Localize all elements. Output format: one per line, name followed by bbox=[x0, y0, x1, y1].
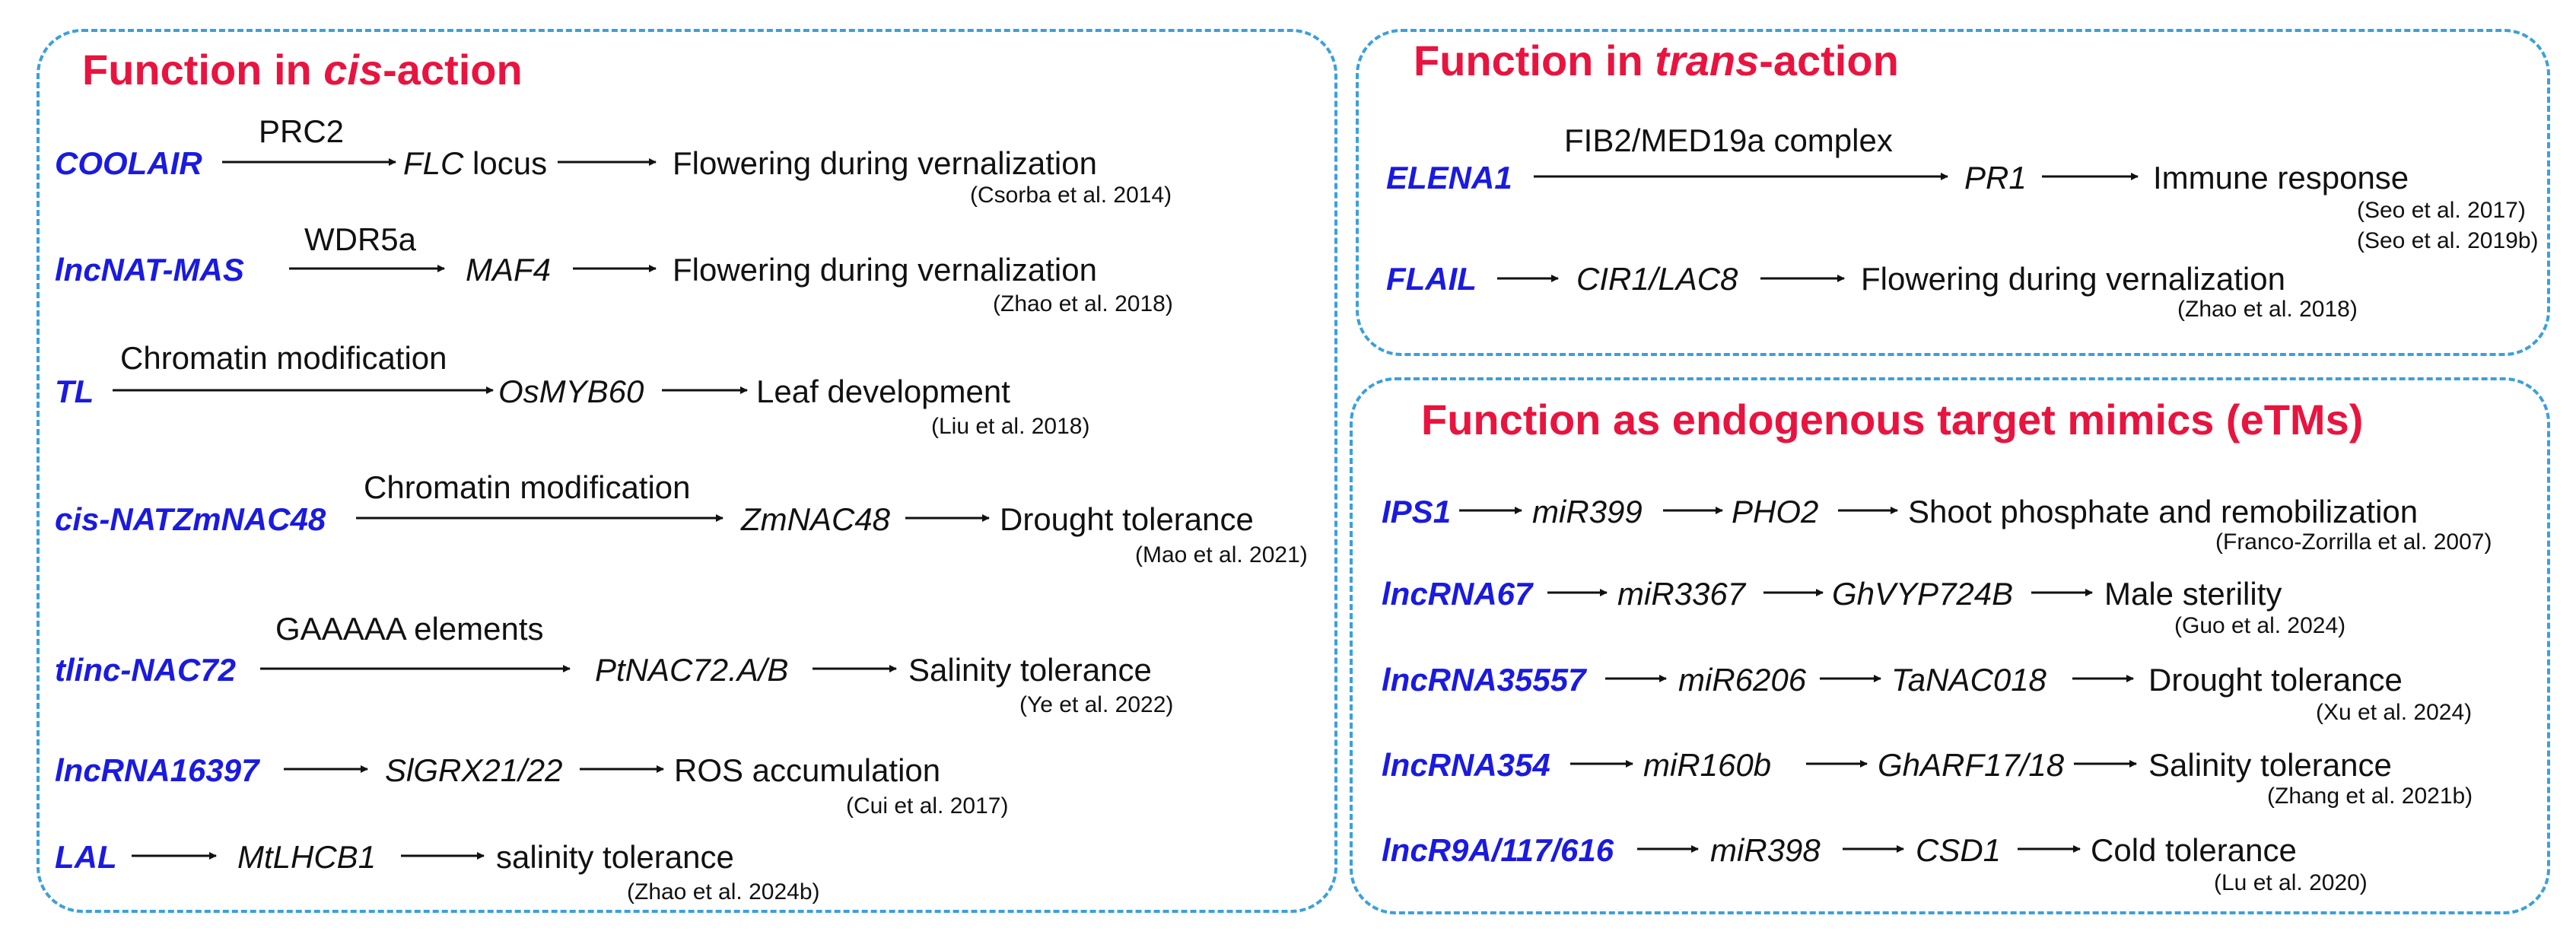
lncrna-name: lncRNA35557 bbox=[1382, 662, 1586, 698]
outcome-label: Male sterility bbox=[2104, 576, 2282, 612]
target-gene: GhVYP724B bbox=[1832, 576, 2014, 612]
outcome-label: ROS accumulation bbox=[674, 752, 941, 788]
reference: (Cui et al. 2017) bbox=[846, 793, 1009, 819]
mechanism-label: Chromatin modification bbox=[120, 340, 447, 376]
reference: (Liu et al. 2018) bbox=[931, 414, 1090, 439]
lncrna-name: IPS1 bbox=[1382, 494, 1452, 529]
cis-panel-title: Function in cis-action bbox=[82, 46, 523, 94]
target-gene: GhARF17/18 bbox=[1878, 747, 2065, 783]
outcome-label: Cold tolerance bbox=[2091, 832, 2297, 868]
mechanism-label: Chromatin modification bbox=[364, 469, 691, 505]
outcome-label: Flowering during vernalization bbox=[1861, 261, 2285, 297]
lncrna-name: COOLAIR bbox=[55, 145, 202, 181]
mirna-label: miR160b bbox=[1643, 747, 1772, 783]
lncrna-name: LAL bbox=[55, 839, 117, 875]
reference: (Zhao et al. 2018) bbox=[2177, 297, 2358, 322]
reference: (Lu et al. 2020) bbox=[2214, 870, 2368, 895]
trans-panel-title: Function in trans-action bbox=[1414, 37, 1899, 84]
outcome-label: Flowering during vernalization bbox=[673, 145, 1097, 181]
etm-panel bbox=[1350, 377, 2550, 914]
reference: (Seo et al. 2017) bbox=[2357, 198, 2526, 223]
outcome-label: Salinity tolerance bbox=[908, 652, 1152, 688]
outcome-label: salinity tolerance bbox=[496, 839, 734, 875]
target-gene: OsMYB60 bbox=[498, 374, 644, 409]
reference: (Csorba et al. 2014) bbox=[970, 183, 1172, 208]
target-gene: CIR1/LAC8 bbox=[1576, 261, 1738, 297]
mechanism-label: GAAAAA elements bbox=[275, 611, 544, 647]
mirna-label: miR398 bbox=[1710, 832, 1821, 868]
lncrna-name: lncRNA16397 bbox=[55, 752, 259, 788]
target-gene: PR1 bbox=[1964, 160, 2027, 196]
outcome-label: Leaf development bbox=[756, 374, 1010, 409]
mirna-label: miR6206 bbox=[1678, 662, 1807, 698]
lncrna-name: lncRNA67 bbox=[1382, 576, 1533, 612]
mechanism-label: PRC2 bbox=[259, 113, 345, 149]
outcome-label: Drought tolerance bbox=[1000, 501, 1254, 537]
target-gene: FLC locus bbox=[403, 145, 548, 181]
outcome-label: Flowering during vernalization bbox=[673, 252, 1097, 288]
reference: (Seo et al. 2019b) bbox=[2357, 228, 2539, 253]
outcome-label: Salinity tolerance bbox=[2148, 747, 2392, 783]
reference: (Zhao et al. 2024b) bbox=[627, 879, 820, 904]
etm-panel-title: Function as endogenous target mimics (eT… bbox=[1421, 396, 2364, 443]
target-gene: MAF4 bbox=[466, 252, 552, 288]
reference: (Ye et al. 2022) bbox=[1019, 692, 1174, 717]
target-gene: SlGRX21/22 bbox=[385, 752, 563, 788]
target-gene: PHO2 bbox=[1732, 494, 1819, 529]
target-gene: MtLHCB1 bbox=[237, 839, 377, 875]
lncrna-name: FLAIL bbox=[1386, 261, 1477, 297]
trans-action-panel bbox=[1356, 29, 2550, 356]
lncrna-name: lncR9A/117/616 bbox=[1382, 832, 1614, 868]
reference: (Zhang et al. 2021b) bbox=[2267, 784, 2473, 809]
target-gene: TaNAC018 bbox=[1891, 662, 2046, 698]
cis-action-panel bbox=[37, 29, 1337, 913]
lncrna-name: cis-NATZmNAC48 bbox=[55, 501, 326, 537]
outcome-label: Drought tolerance bbox=[2148, 662, 2403, 698]
lncrna-name: ELENA1 bbox=[1386, 160, 1512, 196]
reference: (Mao et al. 2021) bbox=[1135, 542, 1308, 567]
lncrna-name: lncNAT-MAS bbox=[55, 252, 244, 288]
lncrna-name: tlinc-NAC72 bbox=[55, 652, 237, 688]
lncrna-name: TL bbox=[55, 374, 94, 409]
target-gene: ZmNAC48 bbox=[741, 501, 891, 537]
mirna-label: miR3367 bbox=[1617, 576, 1746, 612]
mirna-label: miR399 bbox=[1532, 494, 1643, 529]
lncrna-name: lncRNA354 bbox=[1382, 747, 1550, 783]
mechanism-label: FIB2/MED19a complex bbox=[1564, 122, 1893, 158]
outcome-label: Immune response bbox=[2153, 160, 2409, 196]
target-gene: PtNAC72.A/B bbox=[595, 652, 789, 688]
mechanism-label: WDR5a bbox=[304, 221, 417, 257]
outcome-label: Shoot phosphate and remobilization bbox=[1908, 494, 2419, 529]
target-gene: CSD1 bbox=[1916, 832, 2002, 868]
reference: (Franco-Zorrilla et al. 2007) bbox=[2215, 529, 2492, 555]
reference: (Xu et al. 2024) bbox=[2316, 700, 2473, 725]
reference: (Guo et al. 2024) bbox=[2174, 613, 2346, 638]
reference: (Zhao et al. 2018) bbox=[993, 291, 1173, 316]
